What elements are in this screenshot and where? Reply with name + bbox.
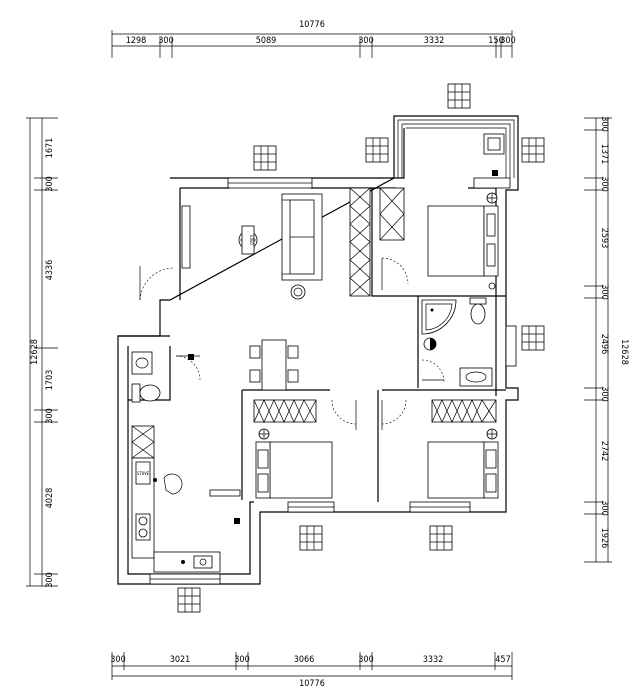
logo-mark: LOGO xyxy=(241,225,255,255)
dim-bottom-seg: 300 xyxy=(234,655,249,665)
window-tag-icon xyxy=(429,525,453,551)
dim-top-seg: 300 xyxy=(358,36,373,46)
dim-right-seg: 300 xyxy=(599,176,609,191)
dim-top-seg: 150 xyxy=(488,36,503,46)
dim-right-seg: 300 xyxy=(599,284,609,299)
dim-left-seg: 1703 xyxy=(45,370,55,391)
sofa xyxy=(281,193,323,281)
stove-label: STOVE xyxy=(137,471,150,476)
dimension-bottom: 300 3021 300 3066 300 3332 457 10776 xyxy=(110,652,513,688)
logo-text: LOGO xyxy=(249,235,254,245)
balcony-fixture xyxy=(473,133,511,189)
window-tag-icon xyxy=(253,145,277,171)
window-tag-icon xyxy=(365,137,389,163)
exterior-walls xyxy=(117,115,519,585)
window-tag-icon xyxy=(299,525,323,551)
dim-right-seg: 1371 xyxy=(599,144,609,165)
dim-left-seg: 4336 xyxy=(45,260,55,281)
dim-left-seg: 300 xyxy=(45,176,55,191)
master-bed xyxy=(427,192,499,290)
dim-top-seg: 1298 xyxy=(126,36,147,46)
dim-right-total: 12628 xyxy=(619,339,629,365)
dim-right-seg: 2742 xyxy=(599,441,609,462)
dim-bottom-seg: 3021 xyxy=(170,655,191,665)
dim-bottom-seg: 3332 xyxy=(423,655,444,665)
bathroom-fixtures xyxy=(421,297,493,387)
dim-top-total: 10776 xyxy=(299,20,325,30)
dim-right-seg: 2496 xyxy=(599,334,609,355)
guest-bathroom xyxy=(131,351,194,403)
dim-right-seg: 300 xyxy=(599,116,609,131)
tv-cabinet xyxy=(349,187,371,297)
dim-top-seg: 300 xyxy=(500,36,515,46)
dim-top-seg: 3332 xyxy=(424,36,445,46)
interior-walls xyxy=(118,188,506,502)
dim-right-seg: 300 xyxy=(599,386,609,401)
dim-bottom-seg: 300 xyxy=(110,655,125,665)
dining-table xyxy=(249,339,299,391)
bedroom-3 xyxy=(427,399,499,499)
dim-left-seg: 4028 xyxy=(45,488,55,509)
dim-right-seg: 1926 xyxy=(599,528,609,549)
dim-left-seg: 300 xyxy=(45,572,55,587)
window-tag-icon xyxy=(177,587,201,613)
dim-left-seg: 1671 xyxy=(45,138,55,159)
window-tag-icon xyxy=(521,325,545,351)
side-table xyxy=(290,284,306,300)
dim-bottom-seg: 457 xyxy=(495,655,510,665)
dim-right-seg: 2593 xyxy=(599,228,609,249)
window-tags xyxy=(177,83,545,613)
dim-left-total: 12628 xyxy=(30,339,40,365)
wardrobe-master xyxy=(379,187,405,241)
dimension-right: 12628 300 1371 300 2593 300 2496 300 274… xyxy=(584,116,629,563)
doors xyxy=(139,257,445,430)
window-tag-icon xyxy=(447,83,471,109)
dim-bottom-total: 10776 xyxy=(299,679,325,688)
kitchen: STOVE xyxy=(131,425,240,573)
dim-left-seg: 300 xyxy=(45,408,55,423)
window-tag-icon xyxy=(521,137,545,163)
dim-right-seg: 300 xyxy=(599,500,609,515)
dim-bottom-seg: 3066 xyxy=(294,655,315,665)
bedroom-2 xyxy=(253,399,333,499)
dimension-left: 12628 1671 300 4336 1703 300 4028 300 xyxy=(26,117,58,588)
dim-bottom-seg: 300 xyxy=(358,655,373,665)
dimension-top: 10776 1298 300 5089 300 3332 150 300 xyxy=(111,20,516,58)
dim-top-seg: 300 xyxy=(158,36,173,46)
dim-top-seg: 5089 xyxy=(256,36,277,46)
